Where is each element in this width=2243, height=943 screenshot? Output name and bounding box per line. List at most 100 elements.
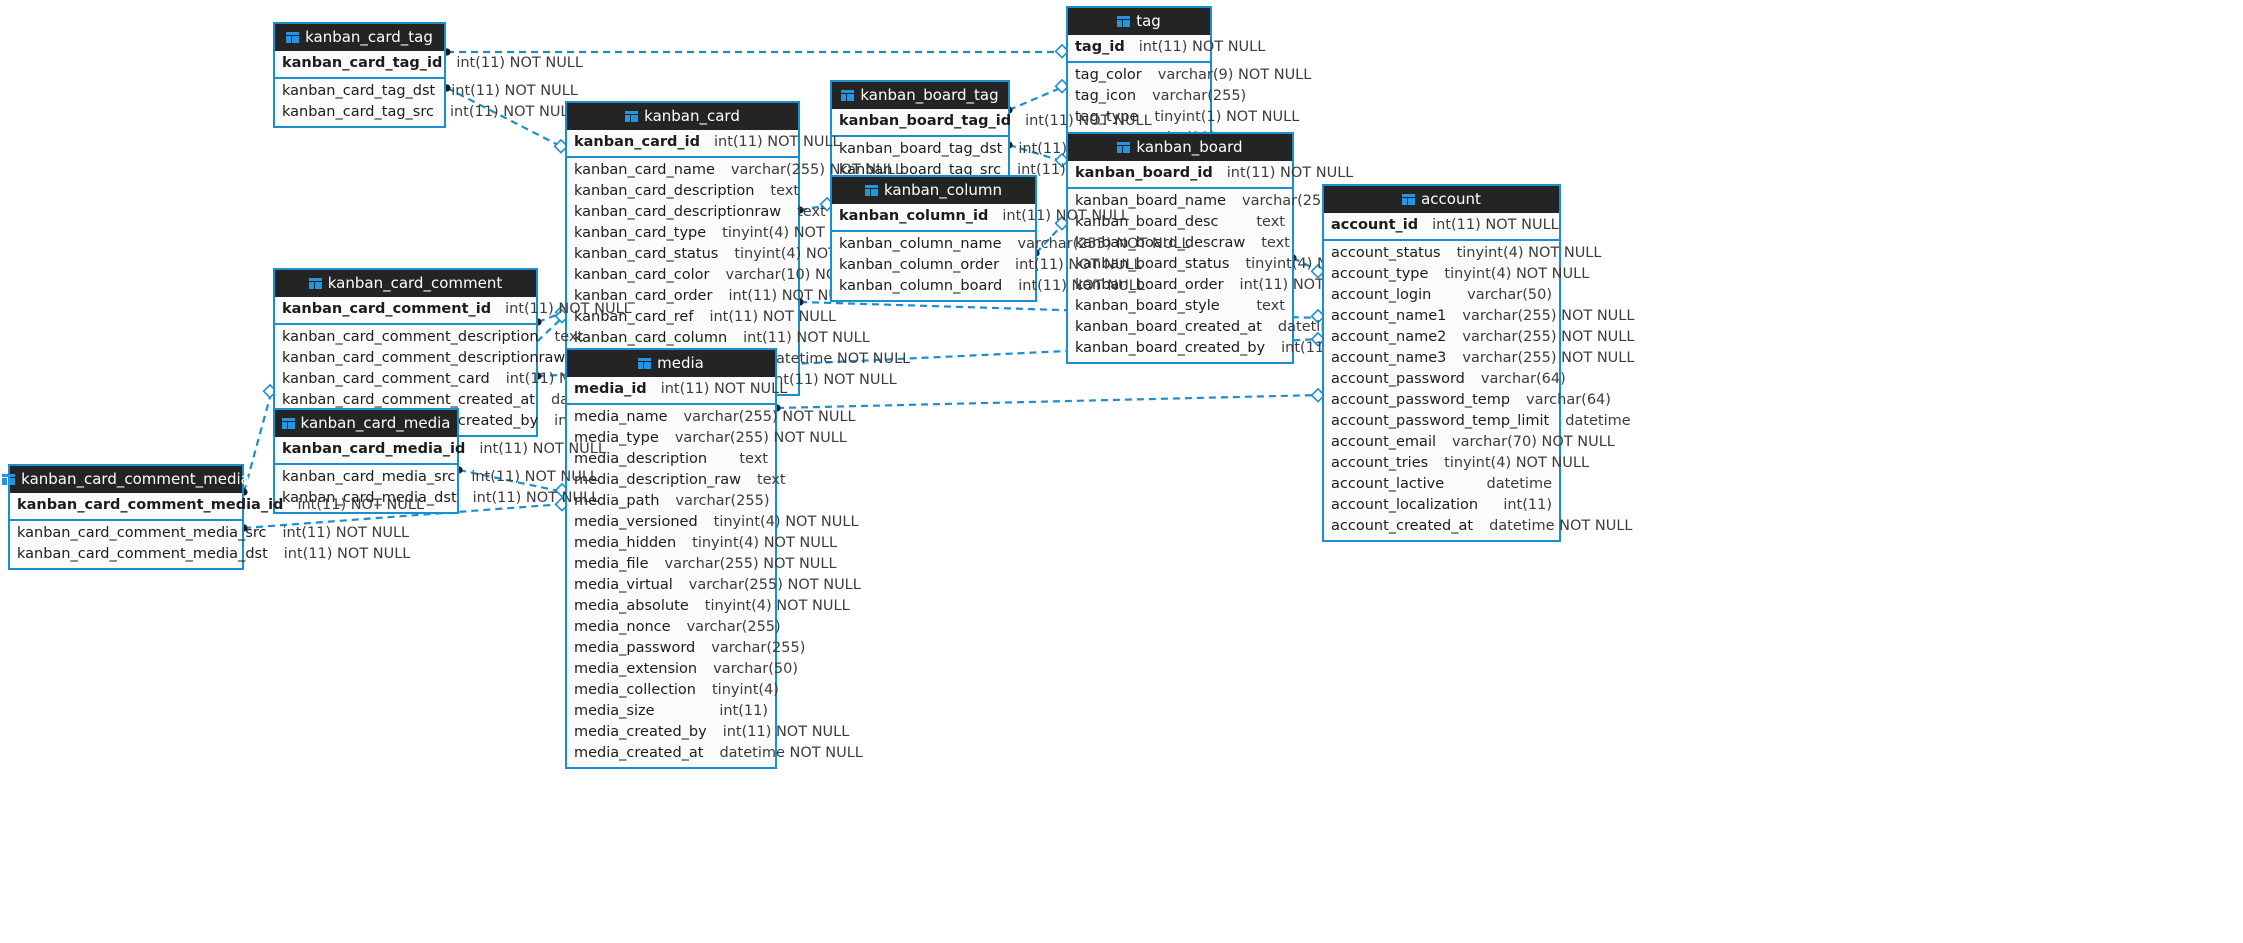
- table-header-kanban_card[interactable]: kanban_card: [567, 103, 798, 130]
- table-header-media[interactable]: media: [567, 350, 775, 377]
- field-type: varchar(255) NOT NULL: [664, 556, 837, 572]
- field-type: int(11) NOT NULL: [449, 104, 577, 120]
- table-header-kanban_board_tag[interactable]: kanban_board_tag: [832, 82, 1008, 109]
- field-type: int(11) NOT NULL: [471, 469, 598, 485]
- table-header-kanban_column[interactable]: kanban_column: [832, 177, 1035, 204]
- table-header-account[interactable]: account: [1324, 186, 1559, 213]
- table-header-kanban_card_media[interactable]: kanban_card_media: [275, 410, 457, 437]
- table-header-kanban_card_comment[interactable]: kanban_card_comment: [275, 270, 536, 297]
- table-header-kanban_card_tag[interactable]: kanban_card_tag: [275, 24, 444, 51]
- table-title: kanban_card_comment: [327, 274, 503, 292]
- table-header-kanban_card_comment_media[interactable]: kanban_card_comment_media: [2, 466, 250, 493]
- field-name: tag_color: [1075, 67, 1142, 83]
- field-type: int(11) NOT NULL: [728, 288, 856, 304]
- table-header-kanban_board[interactable]: kanban_board: [1068, 134, 1292, 161]
- field-type: int(11) NOT NULL: [282, 525, 410, 541]
- field-name: kanban_card_comment_id: [282, 301, 492, 317]
- table-header-tag[interactable]: tag: [1068, 8, 1210, 35]
- field-name: tag_type: [1075, 109, 1139, 125]
- field-type: text: [1256, 214, 1285, 230]
